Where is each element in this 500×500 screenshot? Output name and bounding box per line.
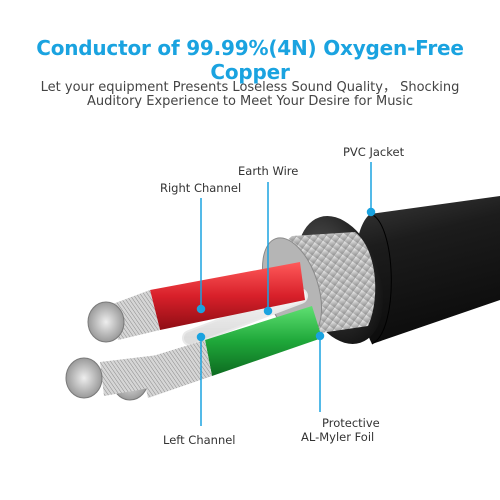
label-left-channel: Left Channel <box>163 433 236 447</box>
callout-dot-foil <box>315 331 325 341</box>
subtitle-line-1: Let your equipment Presents Loseless Sou… <box>40 80 460 95</box>
right-channel-wire <box>87 262 305 343</box>
callout-dot-pvc <box>366 207 376 217</box>
callout-dot-earth <box>263 306 273 316</box>
label-protective: Protective <box>322 416 380 430</box>
left-channel-strands <box>65 350 206 399</box>
subtitle-line-2: Auditory Experience to Meet Your Desire … <box>87 94 413 109</box>
callout-dot-right <box>196 304 206 314</box>
label-right-channel: Right Channel <box>160 181 242 195</box>
label-al-myler-foil: AL-Myler Foil <box>301 430 375 444</box>
label-pvc-jacket: PVC Jacket <box>343 145 405 159</box>
callouts <box>196 162 376 426</box>
page-title: Conductor of 99.99%(4N) Oxygen-Free Copp… <box>36 36 464 84</box>
label-earth-wire: Earth Wire <box>238 164 299 178</box>
callout-dot-left <box>196 332 206 342</box>
